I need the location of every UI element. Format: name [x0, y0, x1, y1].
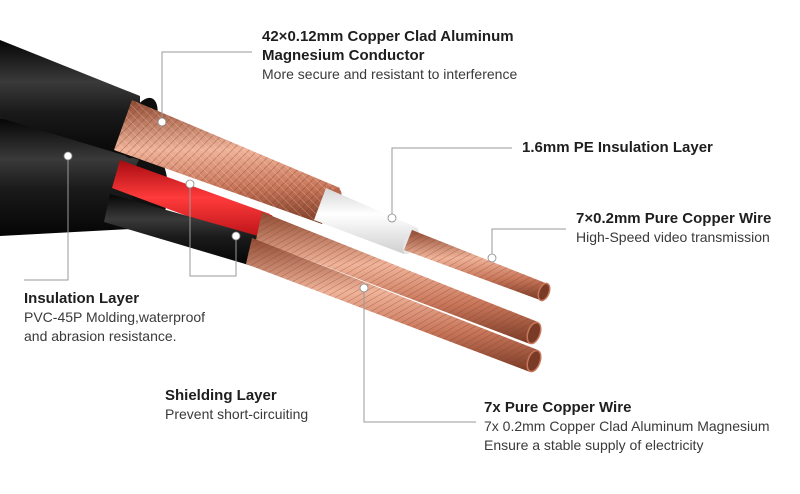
shielding-layer-desc: Prevent short-circuiting — [165, 406, 309, 422]
shielding-layer-title: Shielding Layer — [165, 387, 277, 404]
conductor-desc: More secure and resistant to interferenc… — [262, 66, 518, 82]
copper-wire-7x02-desc: High-Speed video transmission — [576, 229, 770, 245]
leader-pe — [391, 147, 512, 216]
power-wire-desc-line1: 7x 0.2mm Copper Clad Aluminum Magnesium — [484, 418, 770, 434]
leader-conductor — [161, 51, 252, 120]
insulation-layer-desc-line2: and abrasion resistance. — [24, 328, 177, 344]
power-wire-desc-line2: Ensure a stable supply of electricity — [484, 437, 704, 453]
dot-pe — [387, 213, 397, 223]
dot-conductor — [157, 117, 167, 127]
dot-copper7 — [487, 253, 497, 263]
dot-insulation — [63, 151, 73, 161]
dot-shielding-red — [185, 179, 195, 189]
insulation-layer-desc-line1: PVC-45P Molding,waterproof — [24, 309, 206, 325]
callout-shielding-layer: Shielding Layer Prevent short-circuiting — [165, 386, 308, 424]
conductor-title-line2: Magnesium Conductor — [262, 47, 425, 64]
leader-copper7 — [491, 228, 566, 258]
leader-lines — [24, 51, 566, 423]
conductor-title-line1: 42×0.12mm Copper Clad Aluminum — [262, 28, 514, 45]
callout-copper-wire-7x02: 7×0.2mm Pure Copper Wire High-Speed vide… — [576, 209, 771, 247]
callout-insulation-layer: Insulation Layer PVC-45P Molding,waterpr… — [24, 289, 205, 346]
callout-conductor: 42×0.12mm Copper Clad Aluminum Magnesium… — [262, 27, 517, 84]
leader-insulation — [24, 156, 69, 281]
leader-power — [363, 288, 476, 423]
leader-shielding — [189, 184, 237, 277]
copper-wire-7x02-title: 7×0.2mm Pure Copper Wire — [576, 210, 772, 227]
marker-dots — [63, 117, 497, 293]
callout-pe-insulation: 1.6mm PE Insulation Layer — [522, 138, 713, 157]
dot-shielding-black — [231, 231, 241, 241]
callout-power-wire: 7x Pure Copper Wire 7x 0.2mm Copper Clad… — [484, 398, 770, 455]
copper-wire-bottom — [246, 238, 542, 373]
copper-wire-top — [256, 212, 542, 345]
insulation-layer-title: Insulation Layer — [24, 290, 140, 307]
pe-insulation-title: 1.6mm PE Insulation Layer — [522, 139, 713, 156]
power-wire-title: 7x Pure Copper Wire — [484, 399, 632, 416]
dot-power — [359, 283, 369, 293]
center-conductor — [404, 230, 551, 302]
